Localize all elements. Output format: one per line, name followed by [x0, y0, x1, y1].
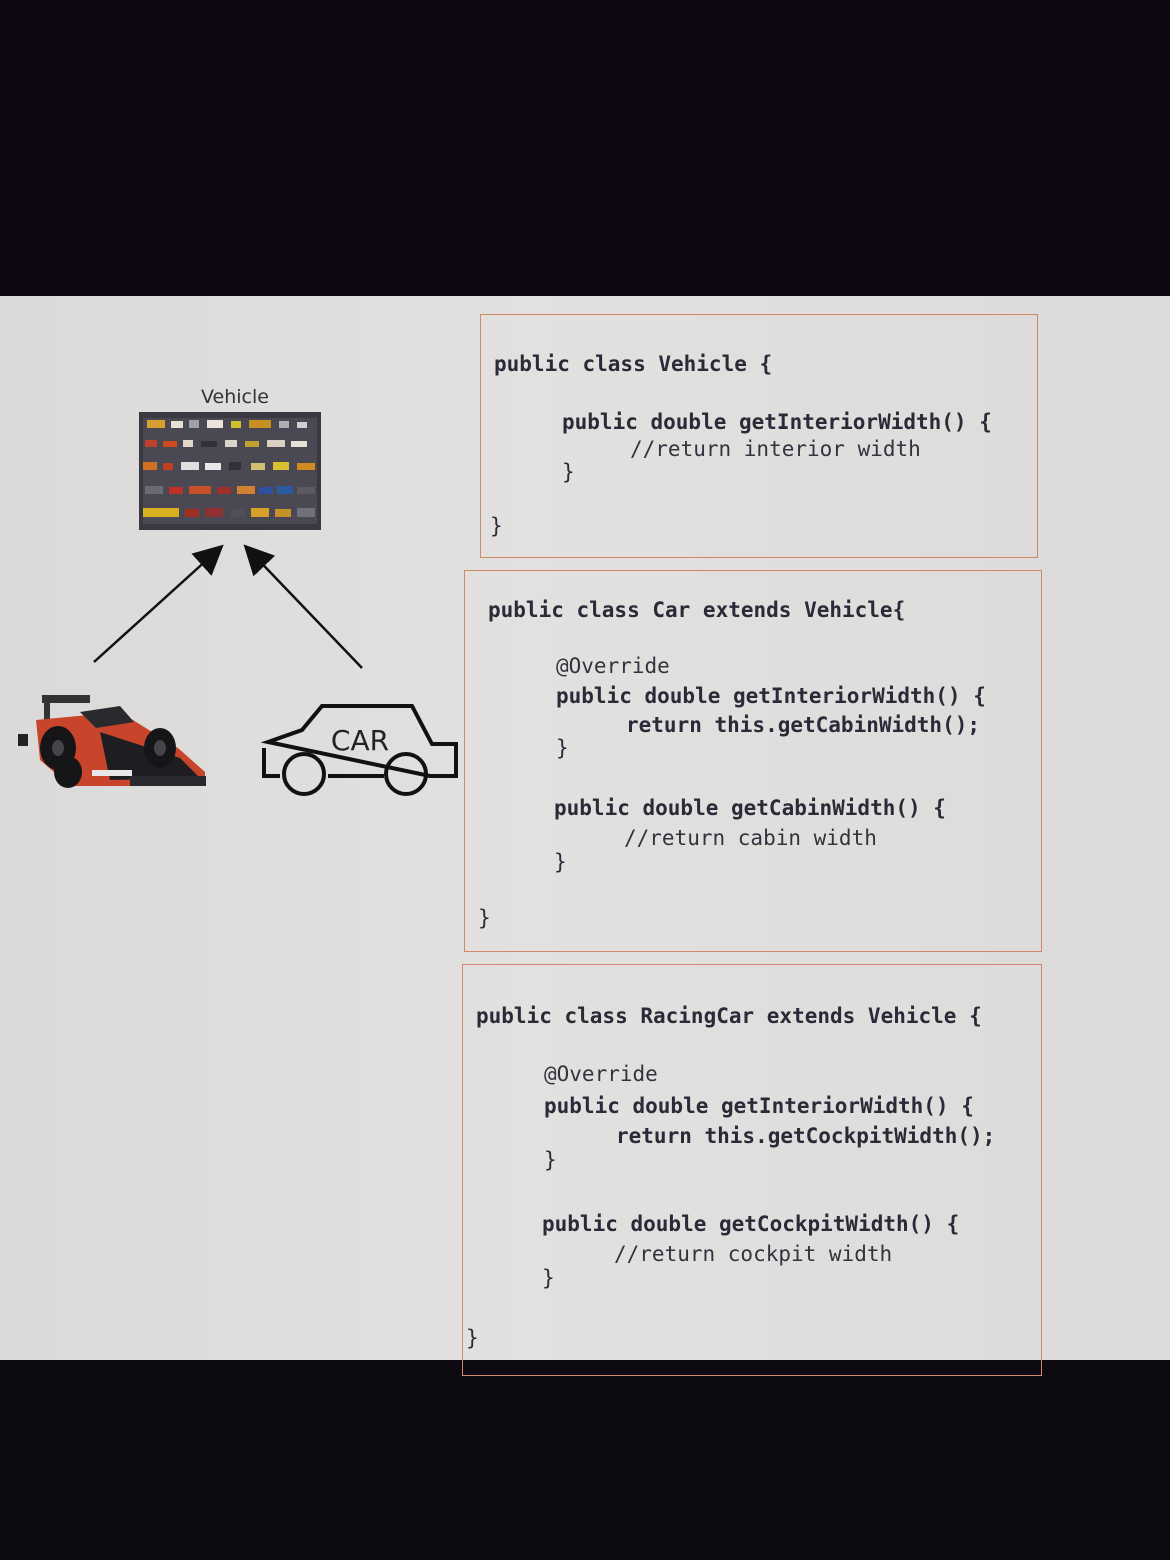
car-class-close: }	[478, 906, 491, 930]
racingcar-class-decl: public class RacingCar extends Vehicle {	[476, 1004, 982, 1028]
bottom-bezel	[0, 1360, 1170, 1560]
vehicle-label: Vehicle	[201, 386, 269, 408]
racingcar-override-annotation: @Override	[544, 1062, 658, 1086]
racingcar-method2-comment: //return cockpit width	[614, 1242, 893, 1266]
car-class-box	[464, 570, 1042, 952]
car-method1-decl: public double getInteriorWidth() {	[556, 684, 986, 708]
racingcar-method1-decl: public double getInteriorWidth() {	[544, 1094, 974, 1118]
racingcar-method1-close: }	[544, 1148, 557, 1172]
car-method2-close: }	[554, 850, 567, 874]
car-label: CAR	[330, 724, 390, 757]
vehicle-method-close: }	[562, 460, 575, 484]
vehicle-class-box	[480, 314, 1038, 558]
racingcar-class-box	[462, 964, 1042, 1376]
car-class-decl: public class Car extends Vehicle{	[488, 598, 906, 622]
vehicle-collection-image	[139, 412, 321, 530]
car-method2-decl: public double getCabinWidth() {	[554, 796, 946, 820]
vehicle-class-close: }	[490, 514, 503, 538]
car-method1-body: return this.getCabinWidth();	[626, 713, 981, 737]
racingcar-method1-body: return this.getCockpitWidth();	[616, 1124, 996, 1148]
racingcar-method2-close: }	[542, 1266, 555, 1290]
vehicle-method-decl: public double getInteriorWidth() {	[562, 410, 992, 434]
racingcar-method2-decl: public double getCockpitWidth() {	[542, 1212, 960, 1236]
car-override-annotation: @Override	[556, 654, 670, 678]
vehicle-class-decl: public class Vehicle {	[494, 352, 773, 376]
car-method2-comment: //return cabin width	[624, 826, 877, 850]
racingcar-class-close: }	[466, 1326, 479, 1350]
vehicle-method-comment: //return interior width	[630, 437, 921, 461]
car-method1-close: }	[556, 736, 569, 760]
